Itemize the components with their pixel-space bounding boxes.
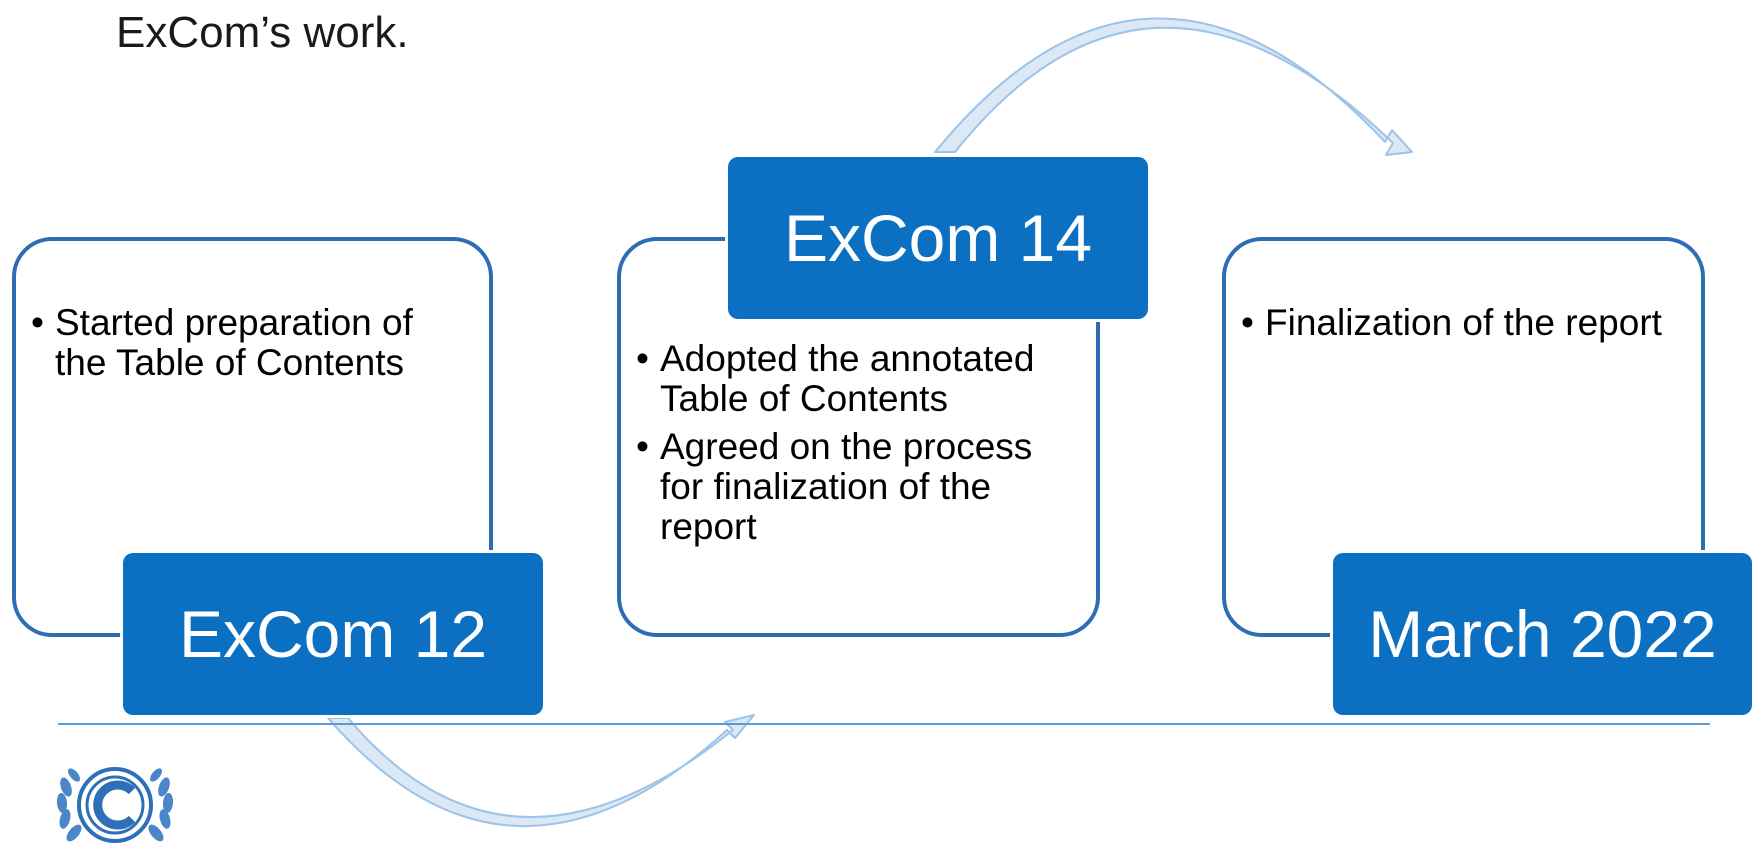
bullet-item: Started preparation of the Table of Cont… — [31, 303, 471, 383]
bullet-list: Started preparation of the Table of Cont… — [31, 303, 471, 391]
curved-arrow-icon — [327, 714, 755, 828]
unfccc-logo-icon — [56, 767, 174, 843]
curved-arrow-icon — [934, 17, 1413, 156]
footer-divider — [58, 723, 1710, 725]
bullet-item: Agreed on the process for finalization o… — [636, 427, 1076, 547]
bullet-item: Adopted the annotated Table of Contents — [636, 339, 1076, 419]
stage-label-march-2022: March 2022 — [1333, 553, 1752, 715]
bullet-item: Finalization of the report — [1241, 303, 1681, 344]
stage-label-excom-14: ExCom 14 — [728, 157, 1148, 319]
stage-box-excom-14: Adopted the annotated Table of Contents … — [617, 237, 1100, 637]
stage-label-excom-12: ExCom 12 — [123, 553, 543, 715]
bullet-list: Finalization of the report — [1241, 303, 1681, 351]
bullet-list: Adopted the annotated Table of Contents … — [636, 339, 1076, 555]
intro-text: ExCom’s work. — [116, 8, 409, 57]
